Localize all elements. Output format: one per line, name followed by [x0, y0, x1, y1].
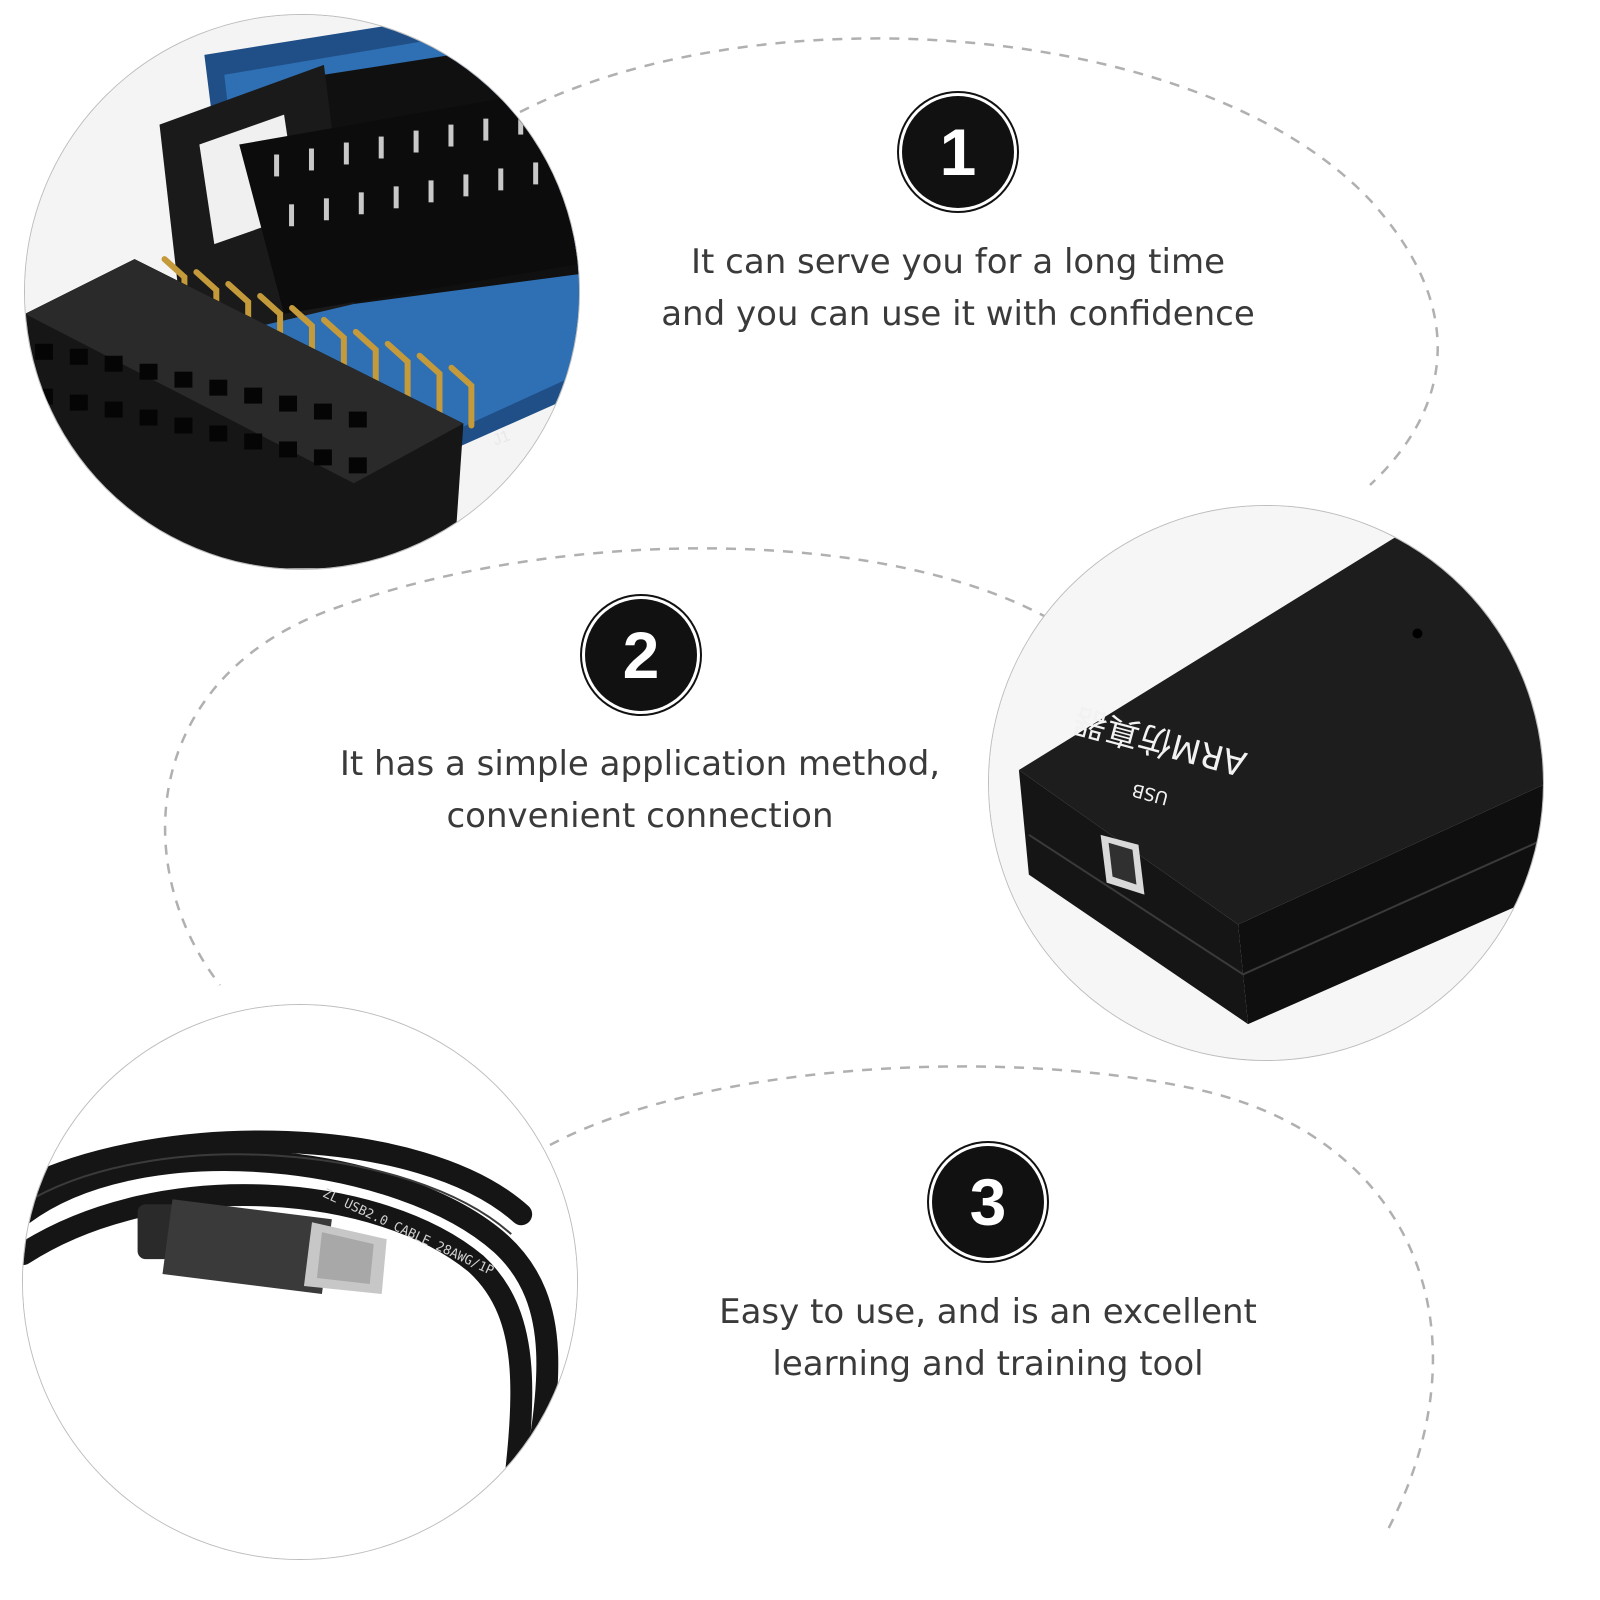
- feature-3-line-2: learning and training tool: [772, 1344, 1204, 1384]
- feature-1-caption: It can serve you for a long time and you…: [618, 236, 1298, 340]
- board-label-j1: J1: [491, 427, 513, 449]
- feature-2-caption: It has a simple application method, conv…: [300, 738, 980, 842]
- emulator-device-photo: ARM仿真器 USB: [988, 505, 1544, 1061]
- feature-3-number: 3: [969, 1165, 1007, 1239]
- dashed-arc-middle: [163, 547, 1066, 986]
- emulator-device-illustration: ARM仿真器 USB: [989, 506, 1543, 1060]
- feature-1-line-2: and you can use it with confidence: [661, 294, 1255, 334]
- feature-1-line-1: It can serve you for a long time: [691, 242, 1225, 282]
- feature-1-number: 1: [939, 115, 977, 189]
- usb-cable-photo: ZL USB2.0 CABLE 28AWG/1P: [22, 1004, 578, 1560]
- feature-2-number: 2: [622, 618, 660, 692]
- feature-2-badge: 2: [585, 599, 697, 711]
- feature-3-caption: Easy to use, and is an excellent learnin…: [648, 1286, 1328, 1390]
- feature-2-line-1: It has a simple application method,: [339, 744, 941, 784]
- feature-3-badge: 3: [932, 1146, 1044, 1258]
- usb-cable-illustration: ZL USB2.0 CABLE 28AWG/1P: [23, 1005, 577, 1559]
- feature-2-line-2: convenient connection: [446, 796, 834, 836]
- adapter-board-photo: J1: [24, 14, 580, 570]
- dashed-arc-bottom: [549, 1065, 1435, 1536]
- feature-1-badge: 1: [902, 96, 1014, 208]
- feature-3-line-1: Easy to use, and is an excellent: [719, 1292, 1257, 1332]
- adapter-board-illustration: J1: [25, 15, 579, 569]
